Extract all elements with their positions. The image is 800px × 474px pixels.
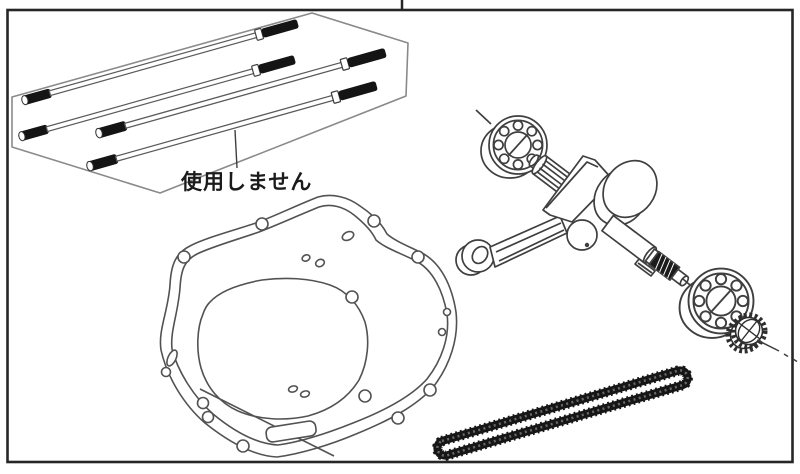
cylinder-stud-1 xyxy=(19,17,300,107)
chain-loop xyxy=(433,366,692,460)
gasket-bolt-holes xyxy=(160,214,452,453)
diagram-frame xyxy=(6,0,794,464)
sprocket-drawing xyxy=(725,312,798,363)
crank-pin-boss xyxy=(566,219,598,251)
not-used-leader-line xyxy=(234,129,238,169)
connecting-rod xyxy=(455,215,568,276)
crankshaft-assembly-drawing xyxy=(455,109,755,339)
frame-rect xyxy=(6,8,794,464)
bearing-upper-leader-line xyxy=(475,109,492,125)
gasket-outer-edge xyxy=(159,194,458,458)
chain-link-texture xyxy=(436,369,689,457)
studs-box-outline xyxy=(11,12,409,194)
not-used-label: 使用しません xyxy=(181,171,313,194)
sprocket-teeth xyxy=(730,312,768,350)
gasket-inner-edge xyxy=(170,204,449,446)
sprocket-leader-dashes xyxy=(756,339,798,363)
woodruff-key xyxy=(634,258,656,277)
crank-output-shaft xyxy=(601,214,690,287)
cylinder-stud-2 xyxy=(16,53,297,143)
rod-small-end-bore xyxy=(471,245,489,265)
gasket-edge-line xyxy=(199,388,335,457)
crank-web-right xyxy=(593,159,658,227)
assembly-axis-dash xyxy=(682,278,691,286)
cylinder-studs-group xyxy=(11,12,409,194)
gasket-small-cutouts xyxy=(166,230,355,443)
gasket-center-opening xyxy=(197,277,369,420)
cam-chain-drawing xyxy=(432,365,693,461)
gasket-drawing xyxy=(159,194,458,458)
